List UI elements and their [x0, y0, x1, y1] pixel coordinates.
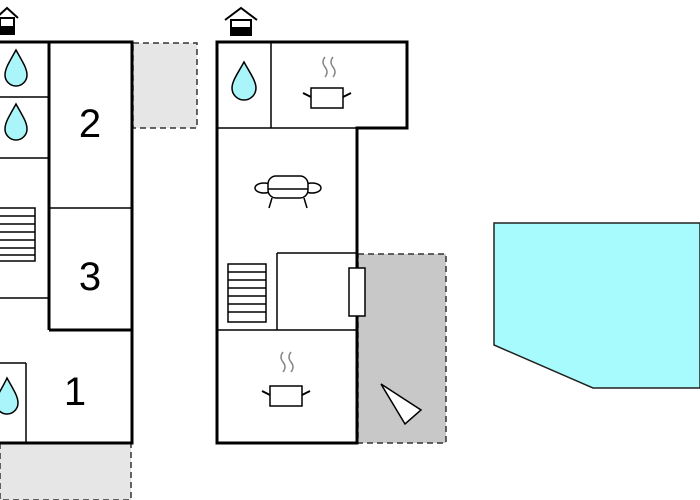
- room-number-2: 2: [79, 102, 101, 146]
- entrance-left-icon: [0, 6, 19, 35]
- sun-lounger-icon: [380, 383, 423, 426]
- water-drop-icon-bath-2: [4, 102, 28, 141]
- terrace-bottom-left: [0, 442, 132, 500]
- terrace-upper-left: [132, 42, 198, 129]
- room-number-3: 3: [79, 255, 101, 299]
- sofa-icon: [254, 175, 322, 209]
- cooking-pot-icon-bottom: [261, 351, 311, 407]
- room-number-1: 1: [64, 370, 86, 414]
- door-right: [348, 267, 366, 317]
- stairs-icon-left: [0, 207, 36, 262]
- water-drop-icon-bath-1: [4, 48, 28, 87]
- water-drop-icon-bath-right: [231, 60, 257, 101]
- right-unit: [215, 40, 409, 445]
- cooking-pot-icon-top: [302, 56, 352, 109]
- entrance-right-icon: [224, 6, 258, 36]
- water-drop-icon-bath-3: [0, 376, 19, 415]
- left-unit: [0, 40, 134, 445]
- stairs-icon-right: [227, 263, 267, 323]
- swimming-pool: [493, 222, 700, 389]
